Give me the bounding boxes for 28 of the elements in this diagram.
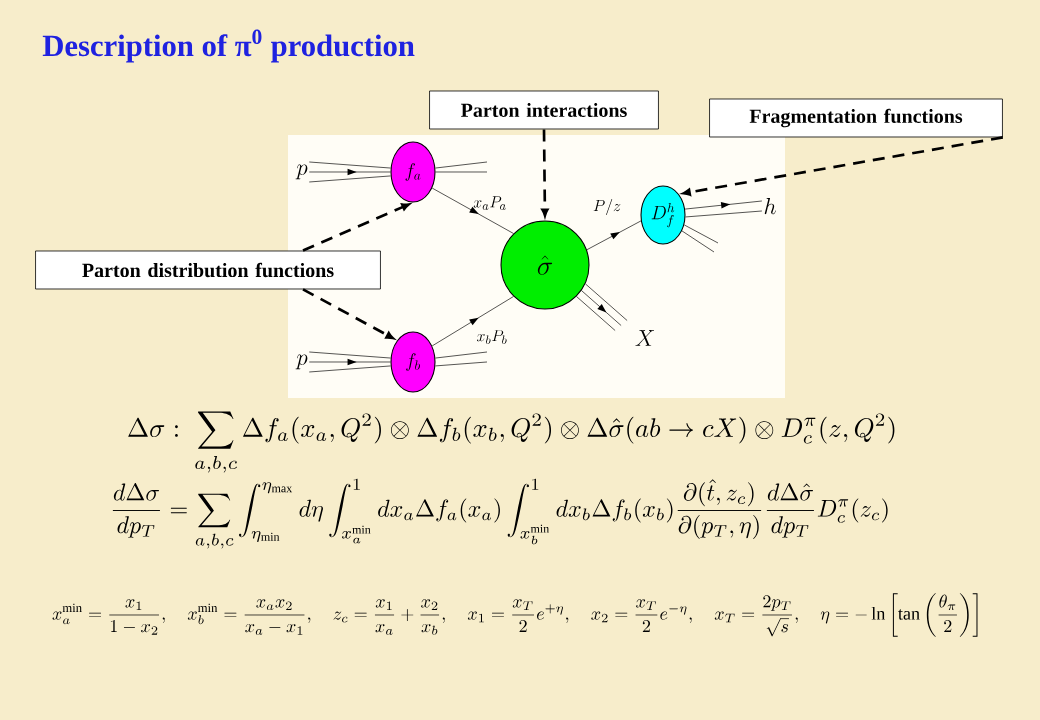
dashed-arrow (682, 136, 1004, 196)
arrow (431, 296, 514, 347)
arrow (431, 187, 514, 234)
arrow (308, 161, 391, 183)
label-box: Parton distribution functions (35, 250, 381, 290)
edge-label: $P/z$ (593, 199, 621, 215)
arrow (576, 283, 628, 331)
particle-label: $p$ (295, 164, 308, 180)
label-box: Parton interactions (429, 90, 659, 130)
arrow (586, 220, 642, 251)
formula: $\frac{d\Delta\sigma}{dp_T}=\sum_{a,b,c}\int_{\eta_{\min}}^{\eta_{\max}}d\eta\int_{x_a^{\min}}^{1}dx_a\Delta f_a(x_a)\int_{x_b^{\min}}^{1}dx_b\Delta f_b(x_b)\frac{\partial(\hat{t},z_c)}{\partial(p_T,\eta)}\frac{d\Delta\hat{\sigma}}{dp_T}D_c^{\pi}(z_c)$ (112, 478, 888, 549)
label-box: Fragmentation functions (709, 98, 1003, 138)
arrow (684, 200, 763, 218)
edge-label: $x_bP_b$ (477, 330, 507, 344)
title: Description of π$^{0}$ production (42, 29, 415, 63)
dashed-arrow (302, 203, 410, 252)
particle-label: $h$ (764, 198, 776, 215)
dashed-arrow (302, 288, 395, 340)
edge-label: $x_aP_a$ (473, 196, 506, 210)
line-bundle (681, 224, 719, 253)
line-bundle (435, 161, 488, 173)
formula: $\Delta\sigma :\ \sum_{a,b,c} \Delta f_a(x_a,Q^2)\otimes\Delta f_b(x_b,Q^2)\otimes\Delta\hat{\sigma}(ab\to cX)\otimes D_c^{\pi}(z,Q^2)$ (128, 411, 895, 473)
arrow (308, 351, 391, 373)
formula: $x_a^{\min}=\frac{x_1}{1-x_2},\quad x_b^{\min}=\frac{x_ax_2}{x_a-x_1},\quad z_c=\frac{x_1}{x_a}+\frac{x_2}{x_b},\quad x_1=\frac{x_T}{2}e^{+\eta},\quad x_2=\frac{x_T}{2}e^{-\eta},\quad x_T=\frac{2p_T}{\sqrt{s}},\quad \eta=-\ln\left[\tan\left(\frac{\theta_\pi}{2}\right)\right]$ (52, 593, 978, 637)
particle-label: $p$ (295, 354, 308, 370)
line-bundle (435, 351, 488, 367)
dashed-arrow (541, 129, 549, 217)
particle-label: $X$ (635, 330, 655, 346)
